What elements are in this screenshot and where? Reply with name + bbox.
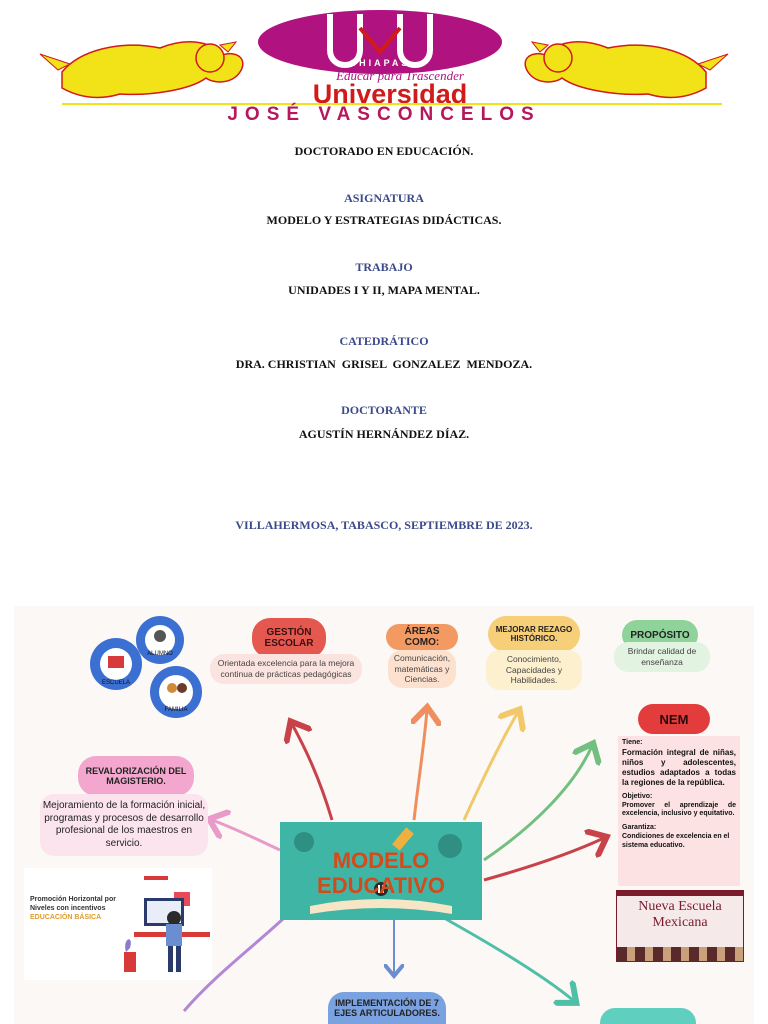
student-value: AGUSTÍN HERNÁNDEZ DÍAZ. xyxy=(298,427,470,441)
proposito-text: Brindar calidad de enseñanza xyxy=(614,642,710,672)
areas-como-title: ÁREAS COMO: xyxy=(386,624,458,650)
desk-worker-illustration xyxy=(124,876,210,972)
subject-label: ASIGNATURA xyxy=(344,191,424,205)
seal-ellipse xyxy=(258,10,502,74)
modelo-educativo-title: MODELO EDUCATIVO xyxy=(317,848,445,899)
promocion-line2: Niveles con incentivos xyxy=(30,905,106,912)
teal-cloud-node xyxy=(600,1008,696,1024)
nem-tiene-text: Formación integral de niñas, niños y ado… xyxy=(622,747,736,787)
nem-title: NEM xyxy=(638,704,710,734)
university-logo: CHIAPAS Educar para Trascender Universid… xyxy=(39,10,729,125)
gears-graphic: ESCUELA ALUMNO FAMILIA xyxy=(90,616,202,718)
modelo-educativo-card: MODELO EDUCATIVO xyxy=(280,822,482,920)
mind-map-arrows xyxy=(182,606,754,1012)
mind-map: ESCUELA ALUMNO FAMILIA GESTIÓN ESCOLAR O… xyxy=(14,606,754,1024)
motto-text: Educar para Trascender xyxy=(335,68,465,83)
nem-objetivo-label: Objetivo: xyxy=(622,792,653,800)
mejorar-rezago-text: Conocimiento, Capacidades y Habilidades. xyxy=(486,650,582,690)
work-value: UNIDADES I Y II, MAPA MENTAL. xyxy=(288,283,480,297)
university-name-line2: JOSÉ VASCONCELOS xyxy=(227,103,540,125)
gear-label-escuela: ESCUELA xyxy=(102,680,130,686)
program-title: DOCTORADO EN EDUCACIÓN. xyxy=(294,144,474,158)
modelo-educativo-illustration xyxy=(294,827,462,914)
right-lion-emblem xyxy=(524,41,729,99)
gestion-escolar-text: Orientada excelencia para la mejora cont… xyxy=(210,654,362,684)
gear-label-alumno: ALUMNO xyxy=(147,651,173,657)
left-lion-emblem xyxy=(39,41,244,99)
nem-banner-line1: Nueva Escuela xyxy=(638,899,722,914)
nem-tiene-label: Tiene: xyxy=(622,739,643,746)
teacher-value: DRA. CHRISTIAN GRISEL GONZALEZ MENDOZA. xyxy=(235,357,533,371)
subject-value: MODELO Y ESTRATEGIAS DIDÁCTICAS. xyxy=(266,213,502,227)
nem-banner-line2: Mexicana xyxy=(652,915,708,930)
nem-garantiza-text: Condiciones de excelencia en el sistema … xyxy=(622,832,730,849)
promocion-line1: Promoción Horizontal por xyxy=(30,896,116,903)
promocion-graphic: Promoción Horizontal por Niveles con inc… xyxy=(24,868,212,980)
student-label: DOCTORANTE xyxy=(341,403,427,417)
work-label: TRABAJO xyxy=(355,260,413,274)
gestion-escolar-title: GESTIÓN ESCOLAR xyxy=(252,618,326,658)
place-date: VILLAHERMOSA, TABASCO, SEPTIEMBRE DE 202… xyxy=(235,518,533,532)
teacher-label: CATEDRÁTICO xyxy=(339,334,429,348)
revalorizacion-text: Mejoramiento de la formación inicial, pr… xyxy=(40,794,208,856)
promocion-line3: EDUCACIÓN BÁSICA xyxy=(30,914,102,921)
seal-text: CHIAPAS xyxy=(350,58,411,68)
nem-banner: Nueva Escuela Mexicana xyxy=(616,890,744,962)
nem-objetivo-text: Promover el aprendizaje de excelencia, i… xyxy=(622,801,736,818)
revalorizacion-title: REVALORIZACIÓN DEL MAGISTERIO. xyxy=(78,756,194,796)
mejorar-rezago-title: MEJORAR REZAGO HISTÓRICO. xyxy=(488,616,580,652)
gear-label-familia: FAMILIA xyxy=(164,707,187,713)
areas-como-text: Comunicación, matemáticas y Ciencias. xyxy=(388,650,456,688)
ejes-articuladores-title: IMPLEMENTACIÓN DE 7 EJES ARTICULADORES. xyxy=(328,992,446,1024)
nem-garantiza-label: Garantiza: xyxy=(622,824,657,831)
nem-panel: Tiene: Formación integral de niñas, niño… xyxy=(618,736,740,886)
